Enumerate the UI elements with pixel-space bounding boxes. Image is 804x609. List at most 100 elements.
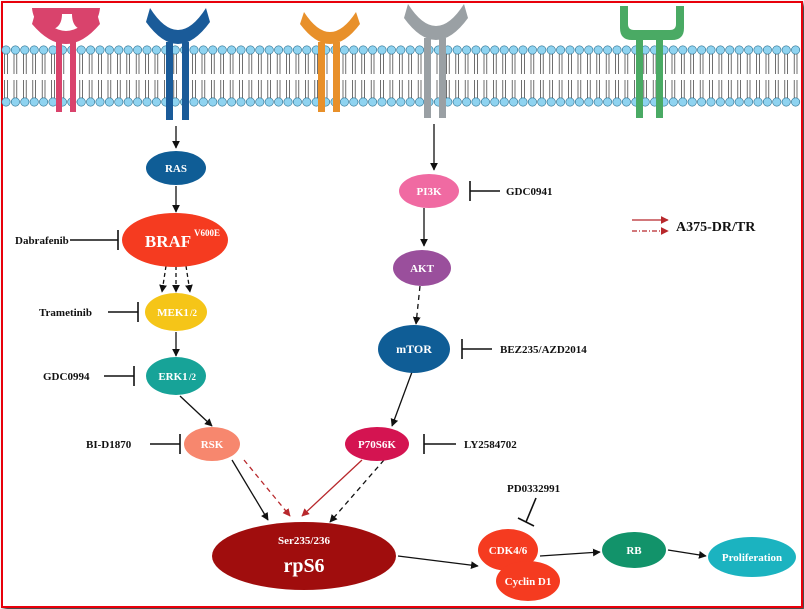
lipid-head	[499, 97, 509, 107]
lipid-head	[255, 45, 265, 55]
lipid-head	[734, 45, 744, 55]
lipid-head	[227, 45, 237, 55]
lipid-head	[189, 97, 199, 107]
lipid-head	[490, 45, 500, 55]
lipid-head	[706, 45, 716, 55]
label-gdc0994: GDC0994	[43, 371, 90, 383]
lipid-head	[593, 45, 603, 55]
node-cdk46: CDK4/6	[478, 529, 538, 571]
lipid-head	[283, 97, 293, 107]
lipid-head	[377, 97, 387, 107]
lipid-head	[537, 45, 547, 55]
lipid-head	[415, 97, 425, 107]
node-erk: ERK1 /2	[146, 357, 206, 395]
lipid-head	[678, 97, 688, 107]
lipid-head	[744, 97, 754, 107]
pathway-edges	[159, 124, 707, 569]
lipid-head	[697, 97, 707, 107]
lipid-head	[274, 97, 284, 107]
label-rps6-site: Ser235/236	[278, 535, 330, 547]
label-rb: RB	[626, 545, 642, 557]
lipid-head	[509, 97, 519, 107]
lipid-head	[208, 97, 218, 107]
lipid-head	[725, 97, 735, 107]
node-rsk: RSK	[184, 427, 240, 461]
label-cdk46: CDK4/6	[489, 545, 528, 557]
label-rsk: RSK	[201, 439, 224, 451]
lipid-head	[151, 97, 161, 107]
svg-text:BRAF: BRAF	[145, 232, 191, 251]
lipid-head	[86, 97, 96, 107]
lipid-head	[123, 97, 133, 107]
lipid-head	[415, 45, 425, 55]
lipid-head	[744, 45, 754, 55]
lipid-head	[462, 97, 472, 107]
lipid-head	[565, 97, 575, 107]
lipid-head	[678, 45, 688, 55]
lipid-head	[95, 97, 105, 107]
lipid-head	[668, 45, 678, 55]
lipid-head	[537, 97, 547, 107]
node-mtor: mTOR	[378, 325, 450, 373]
lipid-head	[95, 45, 105, 55]
lipid-head	[349, 97, 359, 107]
lipid-head	[715, 97, 725, 107]
lipid-head	[781, 97, 791, 107]
label-gdc0941: GDC0941	[506, 186, 552, 198]
lipid-head	[236, 45, 246, 55]
lipid-head	[687, 97, 697, 107]
label-dabrafenib: Dabrafenib	[15, 235, 69, 247]
receptor-green	[620, 6, 684, 118]
lipid-head	[762, 97, 772, 107]
lipid-head	[791, 97, 801, 107]
lipid-head	[687, 45, 697, 55]
lipid-head	[10, 45, 20, 55]
node-p70s6k: P70S6K	[345, 427, 409, 461]
label-proliferation: Proliferation	[722, 552, 782, 564]
lipid-head	[471, 45, 481, 55]
node-akt: AKT	[393, 250, 451, 286]
lipid-head	[20, 45, 30, 55]
lipid-head	[546, 97, 556, 107]
inhibition-lines	[70, 181, 537, 527]
lipid-head	[490, 97, 500, 107]
lipid-head	[292, 45, 302, 55]
lipid-head	[377, 45, 387, 55]
lipid-head	[283, 45, 293, 55]
lipid-head	[725, 45, 735, 55]
lipid-head	[462, 45, 472, 55]
label-p70s6k: P70S6K	[358, 439, 396, 451]
lipid-head	[29, 97, 39, 107]
lipid-head	[245, 45, 255, 55]
lipid-head	[556, 45, 566, 55]
lipid-head	[772, 45, 782, 55]
lipid-head	[480, 97, 490, 107]
receptor-orange	[300, 12, 360, 112]
lipid-head	[198, 45, 208, 55]
lipid-head	[255, 97, 265, 107]
label-cyclin-d1: Cyclin D1	[505, 576, 552, 588]
lipid-head	[86, 45, 96, 55]
lipid-head	[499, 45, 509, 55]
lipid-head	[734, 97, 744, 107]
lipid-head	[39, 97, 49, 107]
lipid-head	[386, 45, 396, 55]
lipid-head	[612, 45, 622, 55]
lipid-head	[527, 45, 537, 55]
lipid-head	[715, 45, 725, 55]
lipid-head	[104, 45, 114, 55]
lipid-head	[452, 97, 462, 107]
lipid-head	[29, 45, 39, 55]
label-trametinib: Trametinib	[39, 307, 92, 319]
receptor-pink	[32, 8, 100, 112]
label-ly2584702: LY2584702	[464, 439, 517, 451]
lipid-head	[603, 45, 613, 55]
label-erk: ERK1	[158, 371, 187, 383]
lipid-head	[76, 97, 86, 107]
lipid-head	[584, 45, 594, 55]
lipid-head	[621, 97, 631, 107]
lipid-head	[471, 97, 481, 107]
lipid-head	[114, 97, 124, 107]
lipid-head	[621, 45, 631, 55]
